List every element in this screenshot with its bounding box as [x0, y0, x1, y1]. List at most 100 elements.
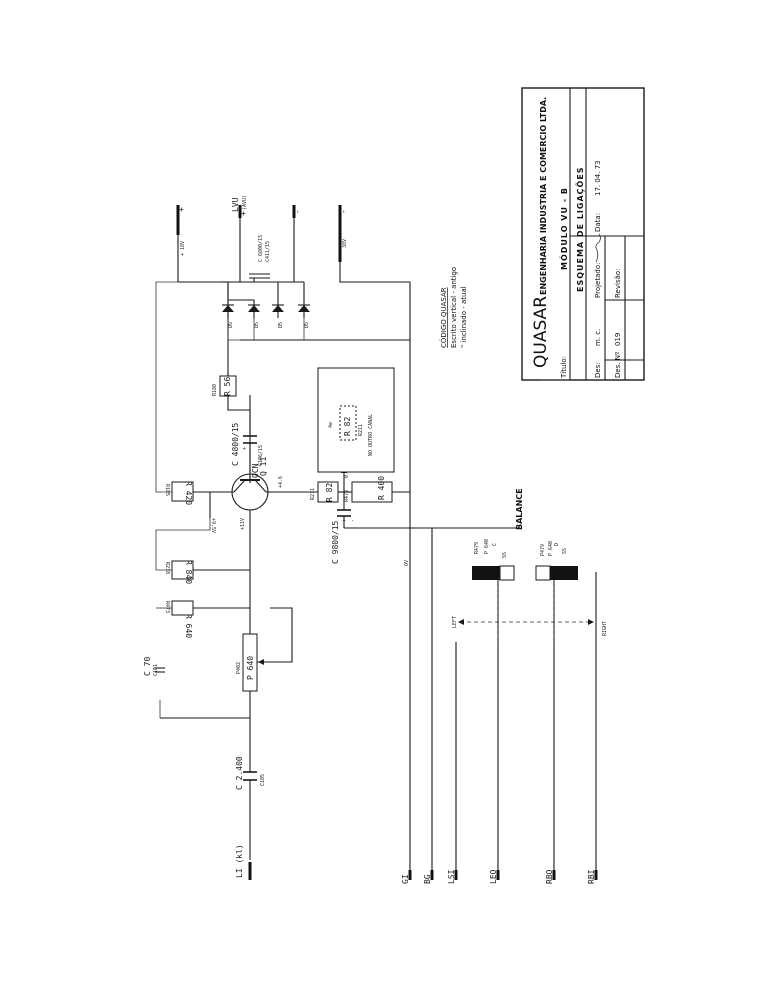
p640d-code: P479 — [540, 544, 546, 556]
terminal-minus-bot: - — [339, 209, 348, 214]
d5-label-1: D5 — [228, 322, 234, 328]
company-full-name: ENGENHARIA INDUSTRIA E COMERCIO LTDA. — [539, 97, 548, 295]
p640d-slider-dark — [550, 566, 578, 580]
title-line-2: ESQUEMA DE LIGAÇÕES — [574, 166, 585, 292]
node-v46: +4.6 — [278, 476, 284, 488]
terminal-li-label: LI (kl) — [235, 844, 244, 878]
d5-label-2: D5 — [254, 322, 260, 328]
p640d-slider-light — [535, 565, 551, 581]
revisao-label: Revisão: — [614, 268, 622, 298]
inner-top-label: 4e — [328, 422, 334, 428]
r82-label: R 82 — [325, 483, 334, 502]
power-terminals: + + 18V + LVU (AVU) - - 38V — [176, 195, 411, 530]
data-value: 17. 04. 73 — [594, 160, 602, 196]
p640d-label: P 640 — [548, 541, 554, 556]
p640c-slider-light — [499, 565, 515, 581]
balance-control: BALANCE R479 P 640 C SS P479 P 640 D SS … — [452, 488, 608, 642]
r400-label: R 400 — [377, 476, 386, 500]
p640d-sub: D — [554, 543, 560, 546]
p640c-code: R479 — [474, 542, 480, 554]
terminal-lsi: LSI — [447, 869, 456, 884]
r640-code: R473 — [164, 601, 170, 613]
c2400-label: C 2.400 — [235, 756, 244, 790]
r640-label: R 640 — [184, 614, 193, 638]
d5-label-3: D5 — [278, 322, 284, 328]
r82-code: R211 — [310, 488, 316, 500]
terminal-18v: + 18V — [180, 241, 186, 256]
p640-label: P 640 — [246, 656, 255, 680]
data-label: Data: — [594, 213, 602, 232]
c9800-label: C 9800/15 — [331, 520, 340, 564]
diode-d5-4: D5 — [298, 282, 310, 328]
r400-code: R478 — [344, 490, 350, 502]
des-label: Des: — [594, 362, 602, 378]
inner-note: NO OUTRO CANAL — [368, 414, 374, 456]
d5-label-4: D5 — [304, 322, 310, 328]
c4800-plus: + — [242, 447, 248, 450]
buses: OV GI BG LSI LEO RBO RBI — [401, 527, 598, 884]
projetado-label: Projetado: — [594, 263, 602, 298]
legend-line-1: Escrito vertical - antigo — [450, 267, 458, 348]
p640-code: P402 — [236, 662, 242, 674]
title-block: QUASAR ENGENHARIA INDUSTRIA E COMERCIO L… — [521, 87, 645, 381]
q11-sub-label: OCN — [251, 463, 260, 478]
node-v11: +11V — [240, 518, 246, 530]
r840-code: R238 — [164, 562, 170, 574]
c6800-code: C411/15 — [265, 241, 271, 262]
diode-d5-1: D5 — [222, 300, 234, 328]
c4800-r56-path: C 4800/15 C106/15 + R 56 R180 — [212, 318, 264, 474]
terminal-gi: GI — [401, 874, 410, 884]
r82-r400-group: R 82 R211 0.5 R 400 R478 C 9800/15 + - R… — [300, 367, 410, 564]
terminal-plus-top: + — [177, 207, 186, 212]
diode-d5-3: D5 — [272, 282, 284, 328]
node-v05: 0.5 — [344, 469, 350, 478]
balance-label: BALANCE — [515, 488, 524, 530]
left-label: LEFT — [452, 616, 458, 628]
c4800-label: C 4800/15 — [231, 422, 240, 466]
p640c-ss: SS — [502, 552, 508, 558]
company-name: QUASAR — [531, 296, 551, 368]
legend: CÓDIGO QUASAR Escrito vertical - antigo … — [439, 267, 468, 348]
terminal-leo: LEO — [489, 869, 498, 884]
diode-d5-2: D5 — [228, 299, 260, 328]
des-number-label: Des. Nº — [614, 352, 622, 378]
signature-scribble — [595, 233, 601, 263]
terminal-bg: BG — [423, 874, 432, 884]
terminal-plus-lvu: + — [239, 211, 248, 216]
node-ov: OV — [404, 560, 410, 566]
transistor-q11: Q 11 OCN +4.6 — [209, 457, 300, 534]
r420-group: R 420 R105 +9.5V — [155, 281, 216, 533]
terminal-avu-label: (AVU) — [242, 195, 248, 210]
p640c-slider-dark — [472, 566, 500, 580]
terminal-rbo: RBO — [545, 869, 554, 884]
c4800-code: C106/15 — [258, 445, 264, 466]
inner-r82-code: R211 — [358, 424, 364, 436]
c70-label: C 70 — [143, 657, 152, 676]
legend-line-2: " inclinado - atual — [460, 286, 468, 348]
r840-label: R 840 — [184, 560, 193, 584]
r56-code: R180 — [212, 384, 218, 396]
r420-label: R 420 — [184, 481, 193, 505]
li-signal-path: C 2.400 C105 LI (kl) C 70 C101 P 640 P40… — [143, 395, 293, 880]
terminal-minus-lvu: - — [293, 209, 302, 214]
terminal-lvu-label: LVU — [231, 197, 240, 212]
node-v95: +9.5V — [210, 518, 216, 533]
inner-r82-label: R 82 — [343, 417, 352, 436]
titulo-label: Título: — [560, 356, 568, 379]
c2400-code: C105 — [260, 774, 266, 786]
inner-r82-resistor — [339, 405, 357, 441]
r56-label: R 56 — [223, 377, 232, 396]
c9800-plus: + — [342, 519, 348, 522]
r420-resistor — [171, 481, 194, 502]
des-number-value: 019 — [614, 333, 622, 346]
diode-bridge: D5 D5 D5 D5 C 6800/15 C411/15 — [178, 235, 410, 341]
c9800-minus: - — [350, 519, 356, 522]
r640-resistor — [171, 600, 194, 616]
terminal-rbi: RBI — [587, 869, 596, 884]
terminal-38v: 38V — [342, 239, 348, 248]
title-line-1: MÓDULO VU - B — [558, 187, 569, 270]
right-label: RIGHT — [602, 621, 608, 636]
p640d-ss: SS — [562, 548, 568, 554]
q11-label: Q 11 — [259, 457, 268, 476]
